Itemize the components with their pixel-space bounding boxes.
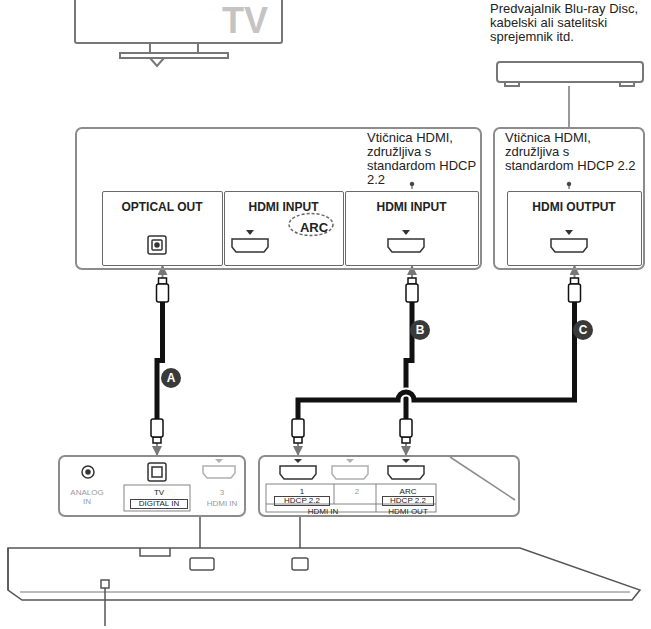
port-label: HDCP 2.2 xyxy=(274,496,330,506)
soundbar-jacks xyxy=(82,459,424,481)
arc-label: ARC xyxy=(295,220,333,235)
port-label: HDMI OUTPUT xyxy=(508,200,640,214)
note-text: Vtičnica HDMI, združljiva s standardom H… xyxy=(367,131,479,187)
tv-illustration xyxy=(75,0,282,66)
soundbar-panel: 1HDCP 2.22HDMI INARCHDCP 2.2HDMI OUT xyxy=(258,455,520,517)
port-label: HDMI IN xyxy=(200,499,244,508)
port-box: HDMI INPUT ARC xyxy=(224,191,344,266)
port-label: HDMI INPUT xyxy=(225,200,342,214)
port-label: HDMI IN xyxy=(268,507,378,516)
player-panel: Vtičnica HDMI, združljiva s standardom H… xyxy=(493,127,645,270)
cable-connector xyxy=(151,266,169,455)
device-label: Predvajalnik Blu-ray Disc, kabelski ali … xyxy=(490,2,648,44)
port-label: 1 xyxy=(268,487,336,496)
callout-letter: C xyxy=(573,320,593,340)
jack-symbols xyxy=(148,230,587,254)
port-label: ANALOG IN xyxy=(68,488,106,506)
soundbar-illustration xyxy=(8,517,640,626)
port-label: DIGITAL IN xyxy=(130,499,188,509)
port-label: HDMI OUT xyxy=(378,507,438,516)
port-box: HDMI OUTPUT xyxy=(507,191,642,266)
callout-letter: B xyxy=(410,320,430,340)
tv-panel: Vtičnica HDMI, združljiva s standardom H… xyxy=(75,127,482,270)
port-label: 3 xyxy=(200,488,244,497)
note-text: Vtičnica HDMI, združljiva s standardom H… xyxy=(505,131,641,173)
player-illustration xyxy=(497,62,643,127)
port-label: TV xyxy=(126,488,192,497)
note-leader xyxy=(410,182,571,189)
arc-highlight xyxy=(289,214,333,236)
cable-connector xyxy=(292,266,581,455)
label-grid xyxy=(124,457,515,512)
port-label: HDCP 2.2 xyxy=(382,496,434,506)
port-label: OPTICAL OUT xyxy=(103,200,221,214)
port-box: HDMI INPUT xyxy=(345,191,479,266)
port-box: OPTICAL OUT xyxy=(102,191,223,266)
port-label: HDMI INPUT xyxy=(346,200,477,214)
tv-mark: TV xyxy=(222,1,268,41)
soundbar-panel: ANALOG IN TV DIGITAL IN 3HDMI IN xyxy=(58,455,246,517)
port-label: ARC xyxy=(378,487,438,496)
port-label: 2 xyxy=(336,487,378,496)
cable-connector xyxy=(400,266,418,455)
callout-letter: A xyxy=(161,368,181,388)
